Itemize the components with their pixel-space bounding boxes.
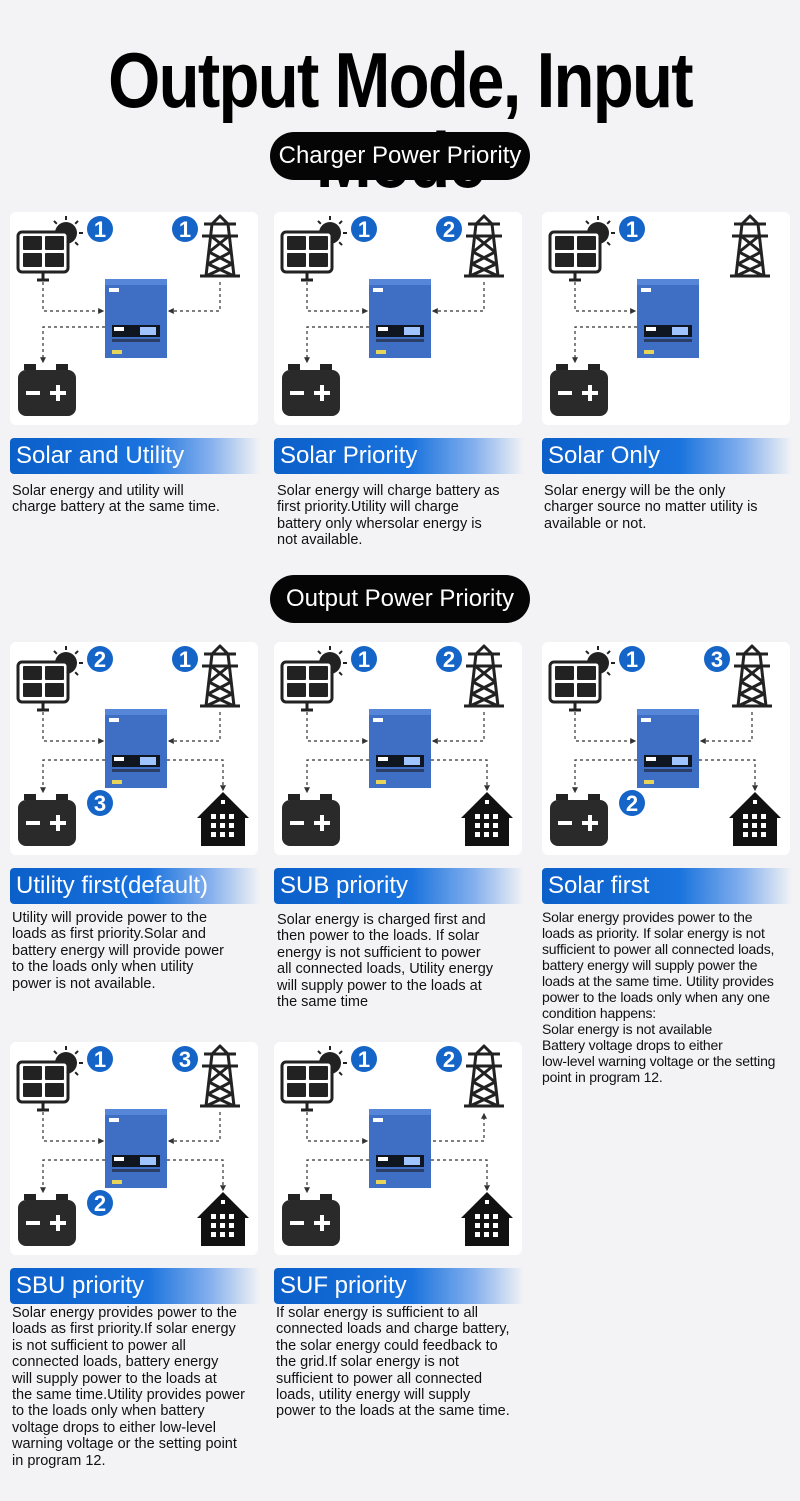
house-icon <box>197 1192 249 1246</box>
battery-icon <box>282 794 340 846</box>
svg-text:2: 2 <box>94 1191 106 1216</box>
solar-panel-sun-icon <box>16 646 83 712</box>
badge-solar-priority: 1 <box>351 1046 377 1072</box>
mode-description-sub-priority: Solar energy is charged first and then p… <box>277 912 494 1011</box>
svg-text:1: 1 <box>358 647 370 672</box>
mode-description-solar-first: Solar energy provides power to the loads… <box>542 909 776 1085</box>
battery-icon <box>282 1194 340 1246</box>
mode-title-solar-and-utility: Solar and Utility <box>10 438 260 474</box>
svg-text:2: 2 <box>626 791 638 816</box>
svg-text:1: 1 <box>94 217 106 242</box>
badge-utility-priority: 1 <box>172 216 198 242</box>
section-label-output: Output Power Priority <box>270 575 530 623</box>
inverter-icon <box>637 709 699 788</box>
battery-icon <box>550 794 608 846</box>
battery-icon <box>18 794 76 846</box>
badge-utility-priority: 1 <box>172 646 198 672</box>
house-icon <box>197 792 249 846</box>
inverter-icon <box>105 279 167 358</box>
house-icon <box>729 792 781 846</box>
badge-solar-priority: 1 <box>87 216 113 242</box>
solar-panel-sun-icon <box>16 1046 83 1112</box>
power-tower-icon <box>464 214 504 278</box>
power-tower-icon <box>464 1044 504 1108</box>
solar-panel-sun-icon <box>280 646 347 712</box>
solar-panel-sun-icon <box>548 216 615 282</box>
badge-battery-priority: 2 <box>619 790 645 816</box>
mode-title-solar-priority: Solar Priority <box>274 438 524 474</box>
svg-text:2: 2 <box>443 647 455 672</box>
solar-panel-sun-icon <box>280 216 347 282</box>
mode-description-solar-only: Solar energy will be the only charger so… <box>544 483 758 532</box>
power-tower-icon <box>200 1044 240 1108</box>
power-tower-icon <box>200 214 240 278</box>
inverter-icon <box>105 709 167 788</box>
mode-description-solar-priority: Solar energy will charge battery as firs… <box>277 483 500 549</box>
solar-panel-sun-icon <box>280 1046 347 1112</box>
badge-battery-priority: 2 <box>87 1190 113 1216</box>
mode-title-sub-priority: SUB priority <box>274 868 524 904</box>
mode-diagram-solar-first: 1 3 2 <box>542 642 790 855</box>
power-tower-icon <box>732 644 772 708</box>
badge-solar-priority: 1 <box>619 646 645 672</box>
battery-icon <box>18 1194 76 1246</box>
house-icon <box>461 792 513 846</box>
badge-solar-priority: 1 <box>351 216 377 242</box>
svg-text:2: 2 <box>443 217 455 242</box>
svg-text:1: 1 <box>626 647 638 672</box>
svg-text:1: 1 <box>179 217 191 242</box>
svg-text:1: 1 <box>179 647 191 672</box>
mode-description-sbu-priority: Solar energy provides power to the loads… <box>12 1305 245 1469</box>
mode-diagram-solar-only: 1 <box>542 212 790 425</box>
power-tower-icon <box>200 644 240 708</box>
svg-text:2: 2 <box>94 647 106 672</box>
badge-utility-priority: 3 <box>704 646 730 672</box>
badge-utility-priority: 2 <box>436 1046 462 1072</box>
svg-text:3: 3 <box>94 791 106 816</box>
mode-description-suf-priority: If solar energy is sufficient to all con… <box>276 1305 510 1420</box>
inverter-icon <box>637 279 699 358</box>
mode-title-solar-only: Solar Only <box>542 438 792 474</box>
svg-text:1: 1 <box>358 217 370 242</box>
mode-diagram-utility-first: 2 1 3 <box>10 642 258 855</box>
mode-title-utility-first: Utility first(default) <box>10 868 260 904</box>
badge-battery-priority: 3 <box>87 790 113 816</box>
badge-solar-priority: 2 <box>87 646 113 672</box>
svg-text:3: 3 <box>179 1047 191 1072</box>
mode-description-utility-first: Utility will provide power to the loads … <box>12 910 224 992</box>
house-icon <box>461 1192 513 1246</box>
solar-panel-sun-icon <box>548 646 615 712</box>
inverter-icon <box>105 1109 167 1188</box>
mode-title-solar-first: Solar first <box>542 868 792 904</box>
svg-text:1: 1 <box>626 217 638 242</box>
badge-utility-priority: 2 <box>436 646 462 672</box>
svg-text:3: 3 <box>711 647 723 672</box>
mode-title-sbu-priority: SBU priority <box>10 1268 260 1304</box>
solar-panel-sun-icon <box>16 216 83 282</box>
power-tower-icon <box>464 644 504 708</box>
svg-text:1: 1 <box>358 1047 370 1072</box>
power-tower-icon <box>730 214 770 278</box>
mode-description-solar-and-utility: Solar energy and utility will charge bat… <box>12 483 220 516</box>
mode-diagram-sbu-priority: 1 3 2 <box>10 1042 258 1255</box>
badge-utility-priority: 3 <box>172 1046 198 1072</box>
svg-text:1: 1 <box>94 1047 106 1072</box>
inverter-icon <box>369 1109 431 1188</box>
mode-title-suf-priority: SUF priority <box>274 1268 524 1304</box>
svg-text:2: 2 <box>443 1047 455 1072</box>
section-label-charger: Charger Power Priority <box>270 132 530 180</box>
inverter-icon <box>369 279 431 358</box>
badge-utility-priority: 2 <box>436 216 462 242</box>
badge-solar-priority: 1 <box>351 646 377 672</box>
battery-icon <box>550 364 608 416</box>
badge-solar-priority: 1 <box>619 216 645 242</box>
inverter-icon <box>369 709 431 788</box>
battery-icon <box>18 364 76 416</box>
battery-icon <box>282 364 340 416</box>
badge-solar-priority: 1 <box>87 1046 113 1072</box>
